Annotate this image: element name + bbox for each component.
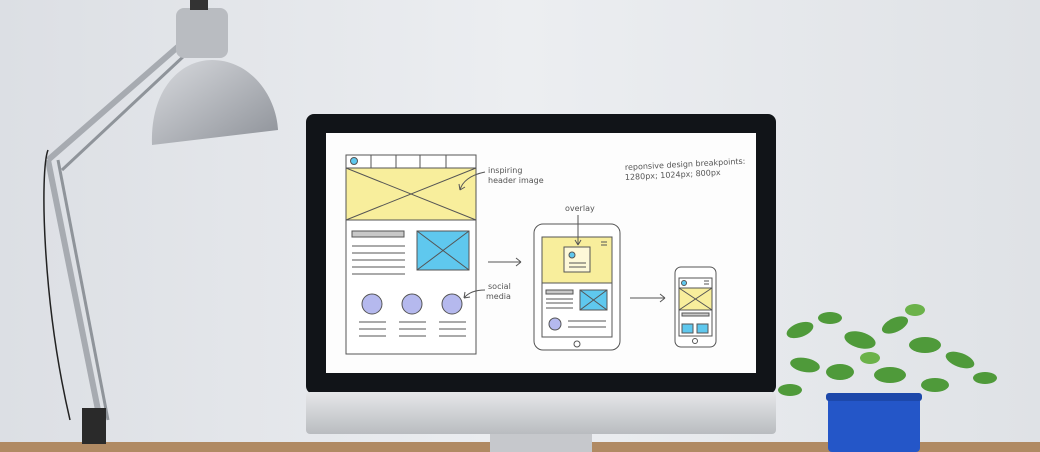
phone-wireframe	[674, 266, 717, 348]
annotation-header: inspiring	[488, 166, 522, 175]
potted-plant	[778, 304, 997, 452]
annotation-social-2: media	[486, 292, 511, 301]
annotation-overlay: overlay	[565, 204, 595, 213]
plant-pot	[828, 397, 920, 452]
tablet-wireframe	[533, 215, 666, 351]
desktop-wireframe	[345, 154, 522, 355]
desk-lamp	[43, 0, 278, 444]
annotation-header-2: header image	[488, 176, 544, 185]
annotation-social: social	[488, 282, 511, 291]
